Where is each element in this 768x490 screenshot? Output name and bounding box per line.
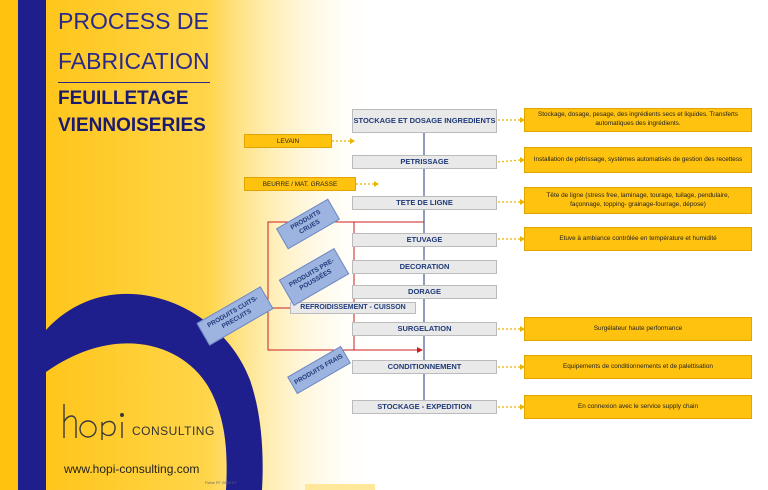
note-stockage: Stockage, dosage, pesage, des ingrédient… [524,108,752,132]
input-levain: LEVAIN [244,134,332,148]
step-conditionnement: CONDITIONNEMENT [352,360,497,374]
step-dorage: DORAGE [352,285,497,299]
footer-bar [305,484,375,490]
title-divider [58,82,210,83]
step-petrissage: PETRISSAGE [352,155,497,169]
subtitle-line-2: VIENNOISERIES [58,115,206,136]
logo-text: CONSULTING [132,424,215,438]
website-url[interactable]: www.hopi-consulting.com [64,462,200,476]
title-line-2: FABRICATION [58,48,210,74]
step-stockage-expedition: STOCKAGE - EXPEDITION [352,400,497,414]
step-tete-de-ligne: TETE DE LIGNE [352,196,497,210]
note-conditionnement: Equipements de conditionnements et de pa… [524,355,752,379]
note-etuvage: Etuve à ambiance contrôlée en températur… [524,227,752,251]
footer-reference: Fiche FF 2019 V7 [205,480,237,485]
step-decoration: DECORATION [352,260,497,274]
step-surgelation: SURGELATION [352,322,497,336]
note-petrissage: Installation de pétrissage, systèmes aut… [524,147,752,173]
input-beurre: BEURRE / MAT. GRASSE [244,177,356,191]
note-surgelation: Surgélateur haute performance [524,317,752,341]
hopi-logo: CONSULTING [62,402,215,440]
step-etuvage: ETUVAGE [352,233,497,247]
step-stockage-dosage: STOCKAGE ET DOSAGE INGREDIENTS [352,109,497,133]
step-refroidissement-cuisson: REFROIDISSEMENT - CUISSON [290,302,416,314]
title-line-1: PROCESS DE [58,8,209,34]
hopi-logo-mark [63,404,125,440]
note-tete-de-ligne: Tête de ligne (stress free, laminage, to… [524,187,752,214]
subtitle-line-1: FEUILLETAGE [58,88,189,109]
note-stockage-expedition: En connexion avec le service supply chai… [524,395,752,419]
